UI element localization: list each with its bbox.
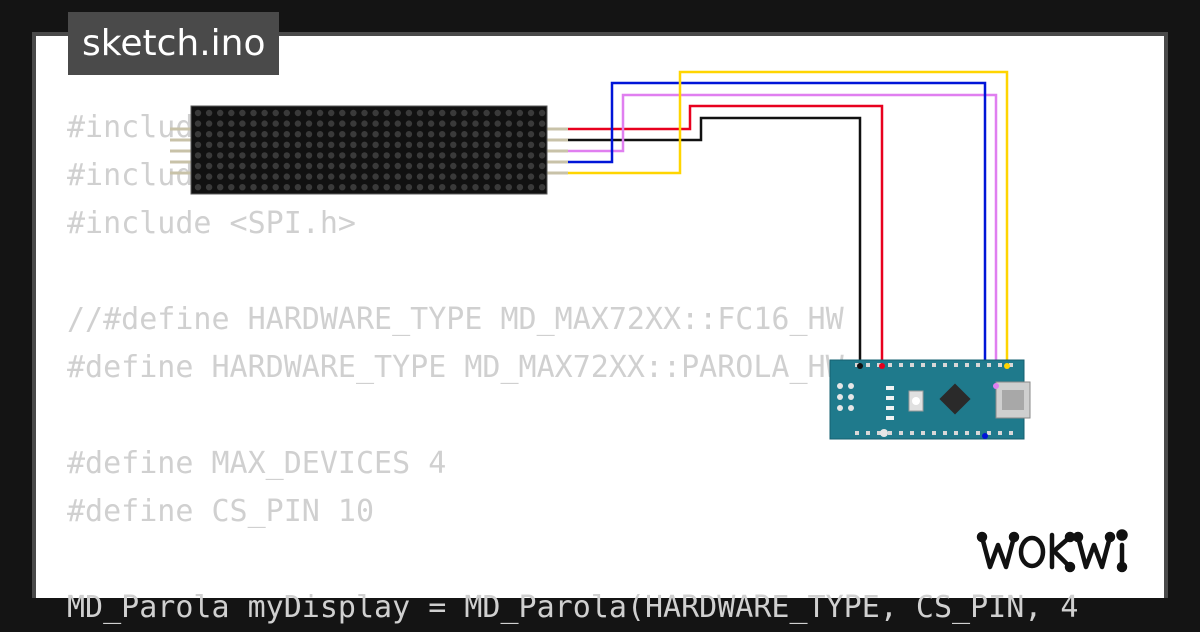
matrix-input-pins	[170, 127, 192, 175]
wire-red	[568, 104, 884, 366]
wire-black	[568, 116, 862, 366]
wire-pink	[568, 93, 998, 386]
code-line: //#define HARDWARE_TYPE MD_MAX72XX::FC16…	[67, 302, 844, 337]
code-line: #define MAX_DEVICES 4	[67, 446, 447, 481]
matrix-output-pins	[547, 127, 568, 175]
wire-yellow	[568, 70, 1009, 366]
file-title: sketch.ino	[68, 12, 280, 75]
led-matrix-icon	[190, 105, 548, 195]
wire-blue	[568, 81, 987, 436]
code-line: #define HARDWARE_TYPE MD_MAX72XX::PAROLA…	[67, 350, 844, 385]
arduino-nano-icon	[829, 359, 1031, 440]
code-line: MD_Parola myDisplay = MD_Parola(HARDWARE…	[67, 590, 1079, 625]
wokwi-logo-icon	[976, 529, 1128, 573]
code-line: #include <SPI.h>	[67, 206, 356, 241]
code-line: #define CS_PIN 10	[67, 494, 375, 529]
